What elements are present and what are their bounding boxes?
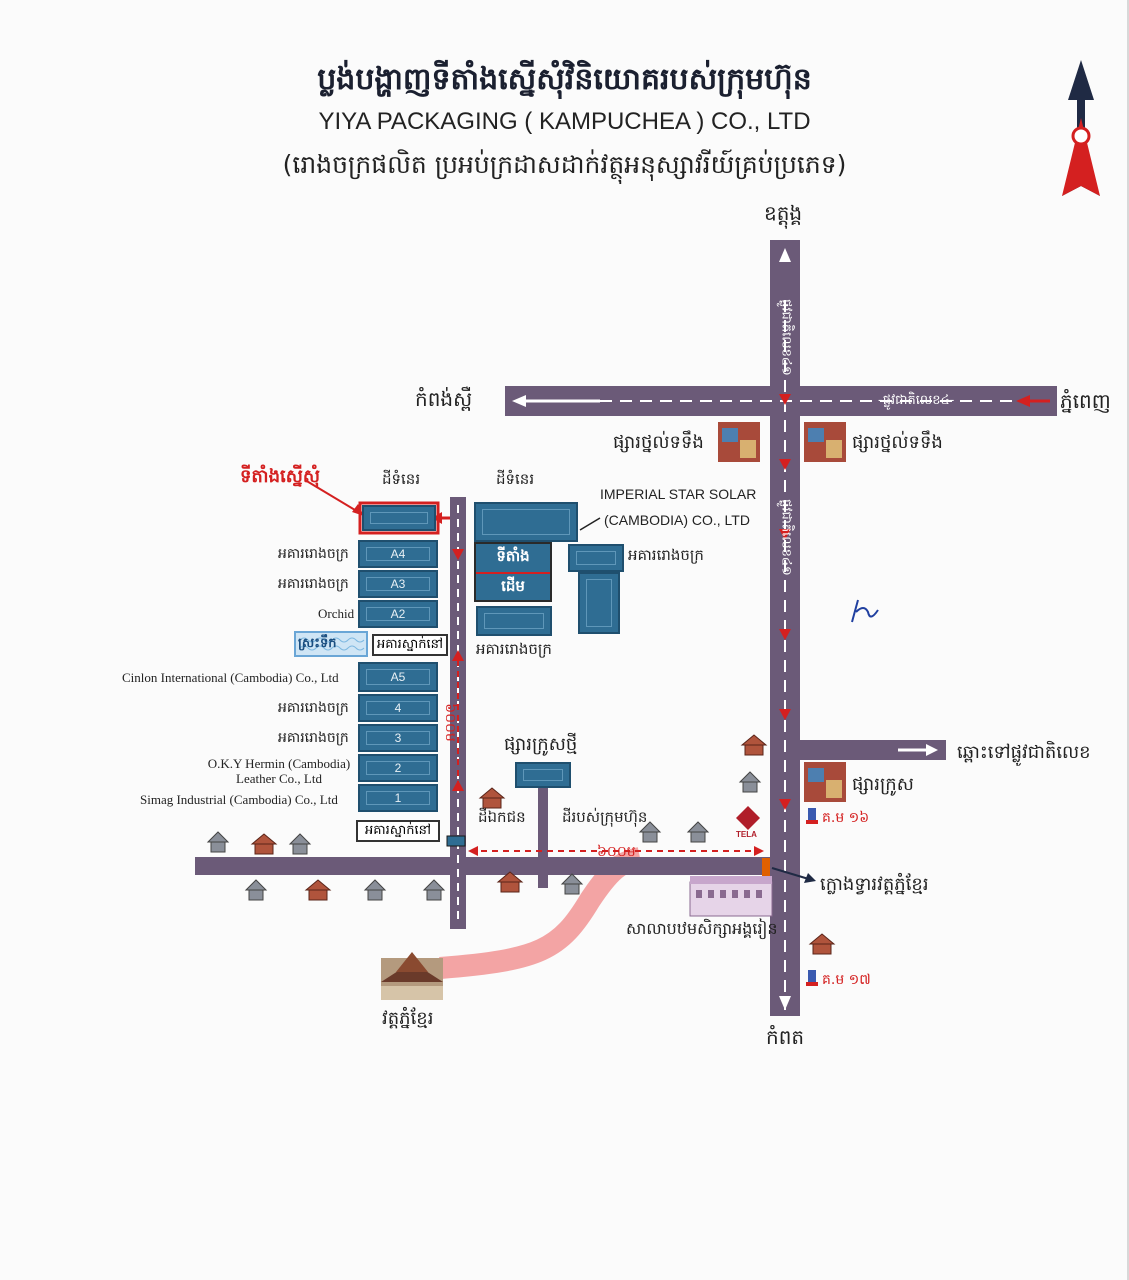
km17-marker-icon [806, 970, 818, 986]
building-1: 1 [358, 784, 438, 812]
building-a3: A3 [358, 570, 438, 598]
building-1-label: Simag Industrial (Cambodia) Co., Ltd [140, 792, 338, 807]
market-image-left [718, 422, 760, 462]
wat-label: វត្តភ្នំខ្មែរ [382, 1008, 434, 1029]
road-market [538, 785, 548, 888]
building-a4-label: អគាររោងចក្រ [278, 546, 349, 562]
imperial-label-1: IMPERIAL STAR SOLAR [600, 486, 757, 502]
building-2: 2 [358, 754, 438, 782]
direction-west: កំពង់ស្ពឺ [415, 387, 473, 411]
market-image-kros [804, 762, 846, 802]
tela-logo-icon [736, 806, 760, 830]
private-land-2: ដីរបស់ក្រុមហ៊ុន [562, 808, 648, 826]
road-2-label: ឆ្ពោះទៅផ្លូវជាតិលេខ [957, 742, 1091, 763]
building-3: 3 [358, 724, 438, 752]
market-new-label: ផ្សារក្រូសថ្មី [504, 734, 578, 755]
building-a2: A2 [358, 600, 438, 628]
distance-vertical: ៦០០ម [441, 703, 458, 742]
private-land-1: ដីឯកជន [478, 808, 526, 826]
north-arrow-icon [1062, 60, 1100, 196]
original-site: ទីតាំង ដើម [474, 542, 552, 602]
factory-right-building [578, 572, 620, 634]
building-a2-label: Orchid [318, 606, 355, 621]
market-left-label: ផ្សារថ្នល់ទទឹង [613, 432, 704, 453]
road-east [800, 740, 946, 760]
original-site-line2: ដើម [501, 577, 525, 595]
proposed-site-building [362, 505, 436, 531]
direction-south: កំពត [766, 1025, 805, 1049]
km16-label: គ.ម ១៦ [822, 810, 870, 826]
building-a3-label: អគាររោងចក្រ [278, 576, 349, 592]
handwritten-mark [851, 599, 879, 623]
dorm-upper: អគារស្នាក់នៅ [372, 634, 448, 656]
building-a5-label: Cinlon International (Cambodia) Co., Ltd [122, 670, 339, 685]
market-new-building [515, 762, 571, 788]
factory-bottom-building [476, 606, 552, 636]
market-image-right [804, 422, 846, 462]
empty-land-right: ដីទំនេរ [496, 470, 535, 488]
empty-land-left: ដីទំនេរ [382, 470, 421, 488]
building-3-label: អគាររោងចក្រ [278, 730, 349, 746]
km17-label: គ.ម ១៧ [822, 972, 871, 988]
page-title-khmer: ប្លង់បង្ហាញទីតាំងស្នើសុំវិនិយោគរបស់ក្រុម… [317, 62, 812, 97]
tela-label: TELA [736, 830, 757, 839]
wat-image [381, 952, 443, 1000]
imperial-building [474, 502, 578, 542]
road-bottom [195, 857, 770, 875]
direction-north: ឧត្តុង្គ [764, 201, 803, 225]
road-41-lower-label: ផ្លូវជាតិលេខ៤១ [778, 499, 794, 576]
road-site [450, 497, 466, 929]
building-a4: A4 [358, 540, 438, 568]
imperial-label-2: (CAMBODIA) CO., LTD [604, 512, 750, 528]
school-building [689, 876, 773, 917]
factory-right-label: អគាររោងចក្រ [628, 546, 704, 564]
building-2-label: O.K.Y Hermin (Cambodia) Leather Co., Ltd [207, 756, 351, 786]
original-site-line1: ទីតាំង [476, 544, 550, 574]
dorm-lower: អគារស្នាក់នៅ [356, 820, 440, 842]
page-title-english: YIYA PACKAGING ( KAMPUCHEA ) CO., LTD [318, 108, 811, 135]
pond-label: ស្រះទឹក [298, 636, 337, 651]
market-kros-label: ផ្សារក្រូស [852, 774, 914, 795]
road-41-upper-label: ផ្លូវជាតិលេខ៤១ [778, 299, 794, 376]
building-4: 4 [358, 694, 438, 722]
factory-bottom-label: អគាររោងចក្រ [476, 640, 552, 658]
market-right-label: ផ្សារថ្នល់ទទឹង [852, 432, 943, 453]
page-subtitle: (រោងចក្រផលិត ប្រអប់ក្រដាសដាក់វត្ថុអនុស្ស… [282, 150, 847, 179]
pond [294, 631, 368, 657]
distance-horizontal: ៦០០ម [597, 844, 636, 860]
building-a5: A5 [358, 662, 438, 692]
km16-marker-icon [806, 808, 818, 824]
direction-east: ភ្នំពេញ [1060, 389, 1111, 413]
wat-gate-label: ក្លោងទ្វារវត្តភ្នំខ្មែរ [820, 874, 929, 895]
building-4-label: អគាររោងចក្រ [278, 700, 349, 716]
school-label: សាលាបឋមសិក្សាអង្គរៀន [626, 919, 778, 938]
road-4-label: -ផ្លូវជាតិលេខ៤- [878, 393, 955, 408]
factory-right-building-top [568, 544, 624, 572]
proposed-site-label: ទីតាំងស្នើសុំ [240, 466, 320, 487]
